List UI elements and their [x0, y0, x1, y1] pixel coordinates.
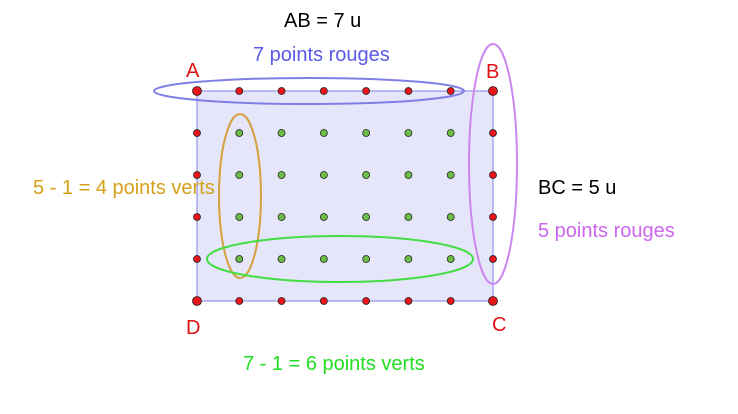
boundary-point [489, 171, 497, 179]
interior-point [319, 255, 328, 263]
boundary-point [319, 87, 328, 95]
interior-point [277, 129, 286, 137]
interior-point [277, 213, 286, 221]
interior-point [235, 213, 244, 221]
interior-point [319, 213, 328, 221]
vertex-label-d: D [186, 317, 200, 339]
interior-point [362, 171, 371, 179]
left-column-ellipse [218, 113, 262, 279]
interior-point [446, 213, 455, 221]
interior-point [362, 255, 371, 263]
interior-point [446, 129, 455, 137]
vertex-point [192, 86, 202, 96]
boundary-point [446, 87, 455, 95]
vertex-point [488, 86, 498, 96]
interior-point [404, 171, 413, 179]
boundary-point [489, 255, 497, 263]
vertex-point [488, 296, 498, 306]
bottom-row-ellipse [206, 235, 474, 283]
boundary-point [446, 297, 455, 305]
boundary-point [489, 213, 497, 221]
ab-length-label: AB = 7 u [284, 10, 361, 32]
interior-point [404, 213, 413, 221]
vertex-label-c: C [492, 314, 506, 336]
interior-point [319, 129, 328, 137]
boundary-point [235, 87, 244, 95]
interior-point [277, 255, 286, 263]
interior-point [235, 129, 244, 137]
boundary-point [193, 255, 201, 263]
interior-point [404, 129, 413, 137]
bc-count-label: 5 points rouges [538, 220, 675, 242]
rectangle-abcd [196, 90, 494, 302]
boundary-point [193, 171, 201, 179]
boundary-point [362, 297, 371, 305]
boundary-point [193, 129, 201, 137]
interior-point [277, 171, 286, 179]
interior-point [319, 171, 328, 179]
interior-point [235, 171, 244, 179]
boundary-point [277, 297, 286, 305]
bottom-count-label: 7 - 1 = 6 points verts [243, 353, 425, 375]
lattice-points [192, 86, 498, 306]
vertex-label-b: B [486, 61, 499, 83]
ab-count-label: 7 points rouges [253, 44, 390, 66]
boundary-point [362, 87, 371, 95]
interior-point [446, 171, 455, 179]
vertex-label-a: A [186, 60, 200, 82]
boundary-point [193, 213, 201, 221]
boundary-point [235, 297, 244, 305]
boundary-point [404, 87, 413, 95]
boundary-point [404, 297, 413, 305]
boundary-point [489, 129, 497, 137]
bc-length-label: BC = 5 u [538, 177, 616, 199]
top-row-ellipse [153, 77, 465, 105]
interior-point [446, 255, 455, 263]
interior-point [235, 255, 244, 263]
left-count-label: 5 - 1 = 4 points verts [33, 177, 215, 199]
right-column-ellipse [468, 43, 518, 285]
interior-point [362, 213, 371, 221]
interior-point [404, 255, 413, 263]
boundary-point [319, 297, 328, 305]
vertex-point [192, 296, 202, 306]
boundary-point [277, 87, 286, 95]
interior-point [362, 129, 371, 137]
